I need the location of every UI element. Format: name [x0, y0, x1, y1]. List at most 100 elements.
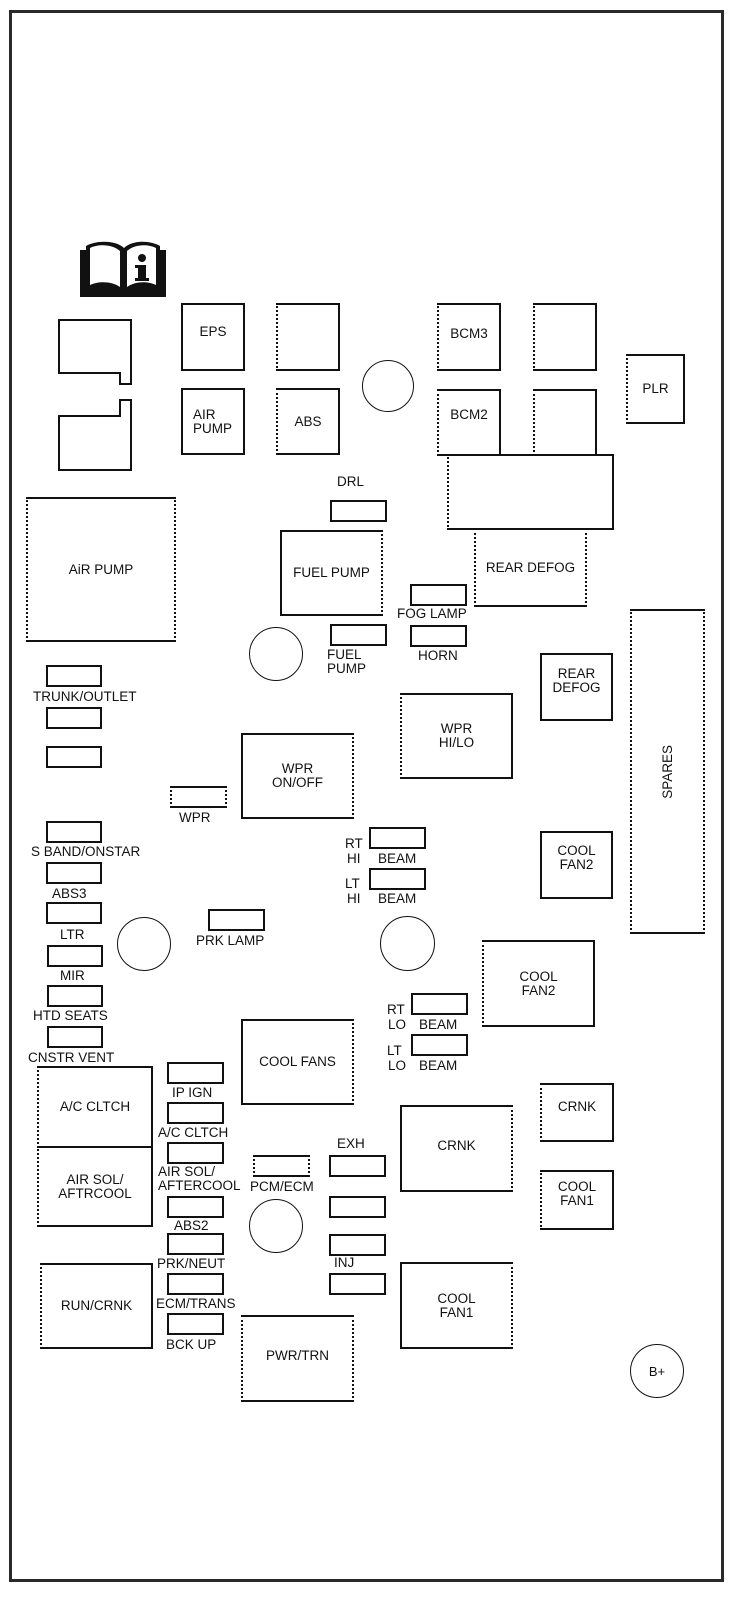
- fuse-label-beam: BEAM: [419, 1017, 458, 1032]
- relay-pwr-trn[interactable]: PWR/TRN: [241, 1315, 354, 1402]
- relay-cool-fan1-small[interactable]: COOL FAN1: [540, 1170, 614, 1230]
- fuse-drl[interactable]: [330, 500, 387, 522]
- relay-fuel-pump[interactable]: FUEL PUMP: [280, 530, 383, 616]
- fuse-label-bck-up: BCK UP: [166, 1337, 217, 1352]
- relay-cool-fan2-large[interactable]: COOL FAN2: [482, 940, 595, 1027]
- fuse-mir[interactable]: [47, 945, 103, 967]
- fuse-label-drl: DRL: [337, 474, 365, 489]
- relay-unlabeled[interactable]: [533, 389, 597, 456]
- fuse-block-spares: SPARES: [630, 609, 705, 934]
- relay-wpr-on-off[interactable]: WPR ON/OFF: [241, 733, 354, 819]
- fuse-label-trunk-outlet: TRUNK/OUTLET: [33, 689, 137, 704]
- relay-cool-fans[interactable]: COOL FANS: [241, 1019, 354, 1105]
- relay-socket-unlabeled-notched: [58, 319, 132, 471]
- relay-plr[interactable]: PLR: [626, 354, 685, 424]
- relay-eps[interactable]: EPS: [181, 303, 245, 371]
- fuse-label-rt: RT: [387, 1002, 405, 1017]
- fuse-unlabeled[interactable]: [329, 1196, 386, 1218]
- fuse-label-beam: BEAM: [419, 1058, 458, 1073]
- relay-cool-fan1-large[interactable]: COOL FAN1: [400, 1262, 513, 1349]
- relay-cool-fan2-small[interactable]: COOL FAN2: [540, 831, 613, 899]
- fuse-lt-hi-beam[interactable]: [369, 868, 426, 890]
- fuse-label-ip-ign: IP IGN: [172, 1085, 213, 1100]
- fuse-label-lo: LO: [388, 1058, 407, 1073]
- fuse-unlabeled[interactable]: [329, 1234, 386, 1256]
- bolt-terminal: [117, 917, 171, 971]
- fuse-rt-lo-beam[interactable]: [411, 993, 468, 1015]
- fuse-label-horn: HORN: [418, 648, 458, 663]
- fuse-label-cnstr-vent: CNSTR VENT: [28, 1050, 115, 1065]
- fuse-label-hi: HI: [347, 891, 361, 906]
- fuse-prk-neut[interactable]: [167, 1233, 224, 1255]
- fuse-fuel-pump[interactable]: [330, 624, 387, 646]
- fuse-label-ltr: LTR: [60, 927, 85, 942]
- relay-unlabeled[interactable]: [276, 303, 340, 371]
- fuse-ip-ign[interactable]: [167, 1062, 224, 1084]
- fuse-label-fog-lamp: FOG LAMP: [397, 606, 467, 621]
- fuse-label-lt: LT: [345, 876, 360, 891]
- relay-abs[interactable]: ABS: [276, 388, 340, 455]
- fuse-bck-up[interactable]: [167, 1313, 224, 1335]
- fuse-exh[interactable]: [329, 1155, 386, 1177]
- fuse-ecm-trans[interactable]: [167, 1273, 224, 1295]
- battery-positive-terminal[interactable]: B+: [630, 1344, 684, 1398]
- fuse-inj[interactable]: [329, 1273, 386, 1295]
- fuse-cnstr-vent[interactable]: [47, 1026, 103, 1048]
- fuse-unlabeled[interactable]: [46, 707, 102, 729]
- relay-unlabeled[interactable]: [533, 303, 597, 371]
- fuse-label-ecm-trans: ECM/TRANS: [156, 1296, 236, 1311]
- fuse-label-beam: BEAM: [378, 851, 417, 866]
- relay-air-pump-large[interactable]: AiR PUMP: [26, 497, 176, 642]
- fuse-label-pcm-ecm: PCM/ECM: [250, 1179, 314, 1194]
- relay-bcm3[interactable]: BCM3: [437, 303, 501, 371]
- fuse-label-fuel-pump: FUEL PUMP: [327, 647, 367, 676]
- fuse-ac-cltch[interactable]: [167, 1102, 224, 1124]
- b-plus-label: B+: [648, 1363, 666, 1379]
- relay-rear-defog-small[interactable]: REAR DEFOG: [540, 653, 613, 721]
- fuse-abs2[interactable]: [167, 1196, 224, 1218]
- fuse-label-htd-seats: HTD SEATS: [33, 1008, 108, 1023]
- spares-label: SPARES: [659, 744, 675, 799]
- fuse-horn[interactable]: [410, 625, 467, 647]
- fuse-label-rt: RT: [345, 836, 363, 851]
- fuse-wpr[interactable]: [170, 786, 227, 808]
- bolt-terminal: [249, 1199, 303, 1253]
- bolt-terminal: [362, 360, 414, 412]
- fuse-abs3[interactable]: [46, 862, 102, 884]
- fuse-trunk-outlet[interactable]: [46, 665, 102, 687]
- fuse-fog-lamp[interactable]: [410, 584, 467, 606]
- relay-wpr-hi-lo[interactable]: WPR HI/LO: [400, 693, 513, 779]
- fuse-prk-lamp[interactable]: [208, 909, 265, 931]
- fuse-unlabeled[interactable]: [46, 746, 102, 768]
- relay-run-crnk[interactable]: RUN/CRNK: [40, 1263, 153, 1349]
- fuse-label-abs3: ABS3: [52, 886, 87, 901]
- relay-rear-defog-large[interactable]: REAR DEFOG: [474, 528, 587, 607]
- fuse-s-band-onstar[interactable]: [46, 821, 102, 843]
- fuse-pcm-ecm[interactable]: [253, 1155, 310, 1177]
- fuse-label-prk-neut: PRK/NEUT: [157, 1256, 226, 1271]
- fuse-air-sol-aftercool[interactable]: [167, 1142, 224, 1164]
- fuse-label-exh: EXH: [337, 1136, 365, 1151]
- fuse-label-lt: LT: [387, 1043, 402, 1058]
- connector-block: [447, 454, 614, 530]
- relay-crnk-small[interactable]: CRNK: [540, 1083, 614, 1142]
- relay-air-pump-small[interactable]: AIR PUMP: [181, 388, 245, 455]
- relay-bcm2[interactable]: BCM2: [437, 389, 501, 456]
- fuse-label-prk-lamp: PRK LAMP: [196, 933, 265, 948]
- fuse-lt-lo-beam[interactable]: [411, 1034, 468, 1056]
- fuse-label-abs2: ABS2: [174, 1218, 209, 1233]
- fuse-htd-seats[interactable]: [47, 985, 103, 1007]
- fuse-label-air-sol-aftercool: AIR SOL/ AFTERCOOL: [158, 1164, 241, 1193]
- fuse-rt-hi-beam[interactable]: [369, 827, 426, 849]
- fuse-label-beam: BEAM: [378, 891, 417, 906]
- relay-ac-cltch[interactable]: A/C CLTCH: [37, 1066, 153, 1148]
- fuse-label-s-band-onstar: S BAND/ONSTAR: [31, 844, 141, 859]
- bolt-terminal: [380, 916, 435, 971]
- relay-crnk-large[interactable]: CRNK: [400, 1105, 513, 1192]
- relay-air-sol-aftrcool[interactable]: AIR SOL/ AFTRCOOL: [37, 1146, 153, 1227]
- fuse-ltr[interactable]: [46, 902, 102, 924]
- fuse-label-mir: MIR: [60, 968, 85, 983]
- fuse-label-lo: LO: [388, 1017, 407, 1032]
- fuse-label-hi: HI: [347, 851, 361, 866]
- fuse-label-wpr: WPR: [179, 810, 211, 825]
